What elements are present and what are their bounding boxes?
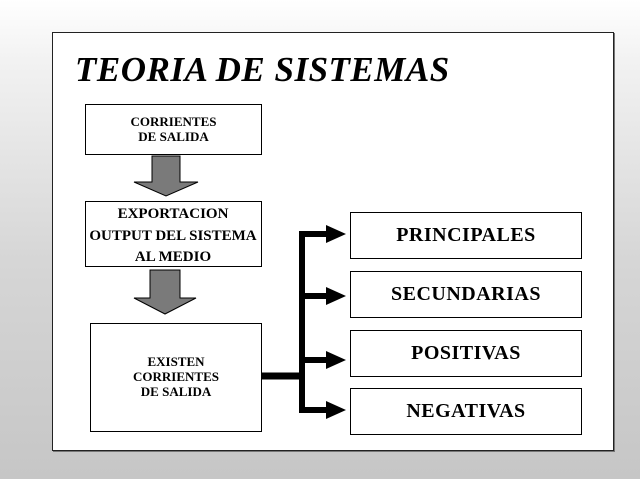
- category-box-positivas: POSITIVAS: [350, 330, 582, 377]
- box-exportacion-line3: AL MEDIO: [135, 249, 211, 265]
- category-label-positivas: POSITIVAS: [411, 342, 521, 364]
- box-exportacion: [85, 201, 262, 267]
- category-box-principales: PRINCIPALES: [350, 212, 582, 259]
- box-corrientes-de-salida-label: CORRIENTES DE SALIDA: [130, 113, 217, 144]
- box-existen-corrientes: EXISTEN CORRIENTES DE SALIDA: [90, 323, 262, 432]
- category-box-negativas: NEGATIVAS: [350, 388, 582, 435]
- slide-title: TEORIA DE SISTEMAS: [75, 50, 450, 89]
- category-label-principales: PRINCIPALES: [396, 224, 536, 246]
- category-label-secundarias: SECUNDARIAS: [391, 283, 541, 305]
- box-exportacion-line1: EXPORTACION: [118, 206, 229, 222]
- box-corrientes-de-salida: CORRIENTES DE SALIDA: [85, 104, 262, 155]
- category-label-negativas: NEGATIVAS: [406, 400, 526, 422]
- category-box-secundarias: SECUNDARIAS: [350, 271, 582, 318]
- box-exportacion-line2: OUTPUT DEL SISTEMA: [89, 228, 256, 244]
- box-existen-corrientes-label: EXISTEN CORRIENTES DE SALIDA: [133, 354, 219, 399]
